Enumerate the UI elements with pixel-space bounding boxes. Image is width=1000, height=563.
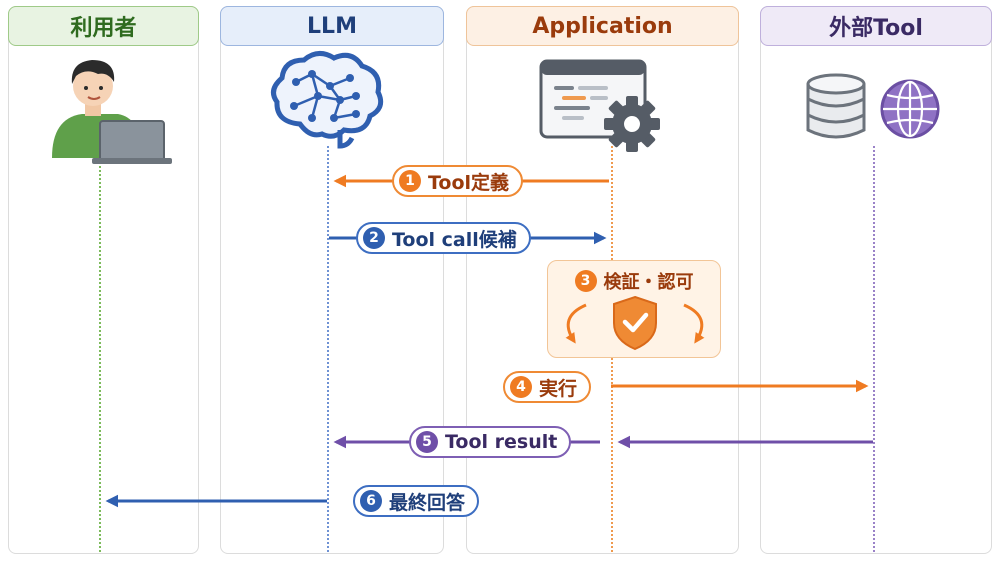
lane-header-external-tool: 外部Tool [760, 6, 992, 46]
step-3-label: 3 検証・認可 [548, 268, 720, 294]
step-4-number: 4 [510, 376, 532, 398]
app-window-gear-icon [539, 59, 660, 152]
lane-label-application: Application [532, 13, 673, 39]
lane-external-tool [760, 6, 992, 554]
step-2-label: 2 Tool call候補 [356, 222, 531, 254]
user-with-laptop-icon [52, 60, 172, 164]
globe-icon [880, 79, 940, 139]
brain-network-icon [270, 51, 384, 149]
step-1-text: Tool定義 [428, 171, 510, 194]
step-5-number: 5 [416, 431, 438, 453]
step-6-text: 最終回答 [389, 491, 466, 514]
lane-header-llm: LLM [220, 6, 444, 46]
database-icon [806, 73, 866, 139]
step-1-label: 1 Tool定義 [392, 165, 524, 197]
lifeline-external-tool [873, 146, 875, 552]
step-3-text: 検証・認可 [603, 272, 694, 293]
lifeline-user [99, 162, 101, 552]
lifeline-llm [327, 146, 329, 552]
lane-header-user: 利用者 [8, 6, 199, 46]
step-5-label: 5 Tool result [409, 426, 572, 458]
step-5-text: Tool result [445, 431, 558, 453]
step-3-number: 3 [574, 270, 597, 292]
step-6-label: 6 最終回答 [353, 485, 480, 517]
lane-header-application: Application [466, 6, 739, 46]
validation-box: 3 検証・認可 [547, 260, 721, 358]
step-4-text: 実行 [539, 377, 578, 400]
step-4-label: 4 実行 [503, 371, 592, 403]
step-2-text: Tool call候補 [392, 228, 517, 251]
step-6-number: 6 [360, 490, 382, 512]
lane-label-external-tool: 外部Tool [829, 16, 923, 41]
step-2-number: 2 [363, 227, 385, 249]
step-1-number: 1 [399, 170, 421, 192]
lane-label-llm: LLM [307, 13, 357, 39]
shield-check-icon [565, 295, 705, 351]
lane-label-user: 利用者 [70, 16, 137, 41]
